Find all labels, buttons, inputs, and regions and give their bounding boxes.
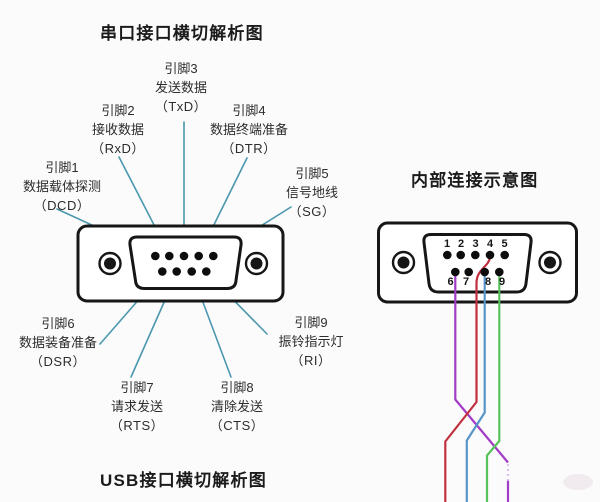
pin1-desc: 数据载体探测 (22, 179, 102, 194)
pin8-desc: 清除发送 (210, 399, 264, 414)
wire-red (444, 256, 492, 502)
pin-label-5: 引脚5 信号地线 （SG） (286, 164, 338, 221)
pin-number-1: 1 (443, 238, 451, 250)
pin-label-4: 引脚4 数据终端准备 （DTR） (210, 101, 288, 158)
pin9-name: 引脚9 (294, 315, 328, 330)
pin-dot-r3 (471, 250, 480, 260)
dsub-face-left (128, 235, 243, 290)
pin-dots-left (151, 251, 218, 276)
pin-label-6: 引脚6 数据装备准备 （DSR） (19, 314, 97, 371)
pin-dot-r2 (456, 250, 466, 260)
pin2-desc: 接收数据 (91, 122, 144, 137)
pin-dot-7 (172, 267, 181, 276)
usb-section-title: USB接口横切解析图 (100, 471, 267, 490)
pin-dot-3 (179, 251, 189, 261)
pin-number-6: 6 (447, 276, 454, 288)
pin6-name: 引脚6 (41, 316, 75, 331)
internal-wires (444, 256, 510, 502)
pin-number-8: 8 (484, 276, 492, 288)
pin4-desc: 数据终端准备 (209, 122, 289, 137)
pin-dot-r7 (464, 267, 474, 277)
pin5-name: 引脚5 (295, 166, 329, 181)
pin1-abbr: （DCD） (33, 198, 91, 213)
dsub-face-right (422, 233, 533, 294)
pin-dot-5 (209, 251, 218, 261)
wire-purple (454, 272, 509, 464)
db9-connector-right (377, 221, 578, 304)
pin-dots-right (443, 250, 510, 277)
pin2-abbr: （RxD） (91, 141, 145, 156)
pin4-name: 引脚4 (232, 103, 266, 118)
screw-hole-ring-left2 (391, 250, 416, 275)
screw-hole-ring-right2 (538, 250, 562, 275)
internal-section-title: 内部连接示意图 (411, 171, 539, 190)
pin-number-4: 4 (486, 238, 494, 250)
screw-hole-left2 (397, 256, 410, 269)
watermark-smudge (563, 474, 593, 490)
pin1-name: 引脚1 (45, 160, 79, 175)
pin-label-3: 引脚3 发送数据 （TxD） (155, 59, 207, 116)
pin-dot-4 (194, 251, 203, 261)
pin-dot-r8 (480, 267, 490, 277)
pin-dot-r4 (485, 250, 495, 260)
pin-number-5: 5 (501, 238, 508, 250)
pin6-abbr: （DSR） (30, 354, 86, 369)
pin3-abbr: （TxD） (154, 99, 208, 114)
pin8-abbr: （CTS） (209, 418, 265, 433)
wire-blue (465, 272, 486, 502)
pin6-desc: 数据装备准备 (18, 335, 98, 350)
wire-green (485, 272, 501, 502)
screw-hole-left (104, 257, 116, 270)
pin-dot-8 (187, 267, 196, 276)
pin-number-7: 7 (462, 276, 470, 288)
serial-section-title: 串口接口横切解析图 (100, 24, 264, 43)
pin-dot-1 (151, 251, 160, 261)
pin-dot-2 (165, 251, 174, 261)
pin9-abbr: （RI） (290, 353, 332, 368)
pin8-name: 引脚8 (220, 380, 254, 395)
screw-hole-ring-right (244, 251, 269, 276)
pin9-desc: 振铃指示灯 (278, 334, 344, 349)
pin-number-9: 9 (498, 276, 506, 288)
screw-hole-ring-left (98, 251, 122, 276)
pin2-name: 引脚2 (101, 103, 135, 118)
pin-dot-r1 (443, 250, 452, 260)
pin3-desc: 发送数据 (154, 80, 207, 95)
pin-number-3: 3 (472, 238, 479, 250)
pin4-abbr: （DTR） (221, 141, 277, 156)
pin5-desc: 信号地线 (285, 185, 339, 200)
pin-number-2: 2 (457, 238, 465, 250)
pin-label-7: 引脚7 请求发送 （RTS） (110, 378, 164, 435)
pin-dot-r6 (451, 267, 460, 277)
pin7-name: 引脚7 (120, 380, 154, 395)
pin3-name: 引脚3 (164, 61, 198, 76)
pin-label-2: 引脚2 接收数据 （RxD） (91, 101, 145, 158)
pin7-abbr: （RTS） (109, 418, 165, 433)
screw-hole-right (250, 257, 263, 270)
screw-hole-right2 (544, 256, 556, 269)
pin-label-8: 引脚8 清除发送 （CTS） (210, 378, 265, 435)
pin-dot-r5 (500, 250, 510, 260)
pin-dot-9 (202, 267, 211, 276)
pin7-desc: 请求发送 (110, 399, 164, 414)
pin-label-1: 引脚1 数据载体探测 （DCD） (23, 158, 101, 215)
db9-connector-left (76, 224, 285, 303)
pin5-abbr: （SG） (288, 204, 336, 219)
pin-label-9: 引脚9 振铃指示灯 （RI） (278, 313, 343, 370)
pin-dot-6 (158, 267, 167, 276)
pin-dot-r9 (495, 267, 504, 277)
